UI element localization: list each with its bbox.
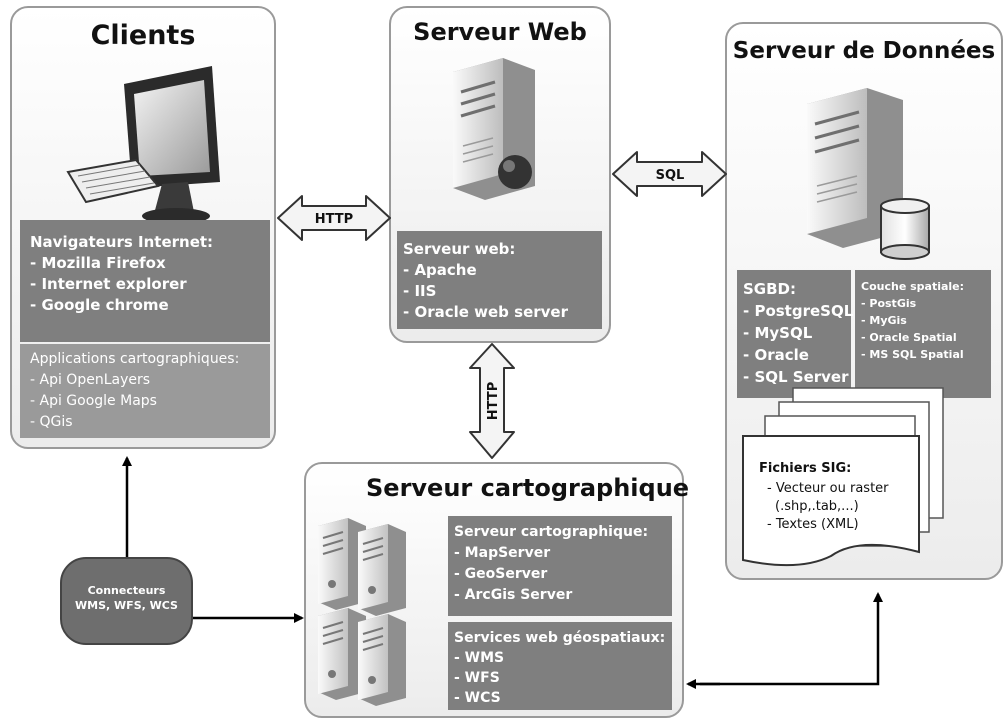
- map-server-item: - GeoServer: [454, 566, 548, 582]
- web-server-item: - Oracle web server: [403, 303, 568, 321]
- map-server-item: - ArcGis Server: [454, 587, 573, 603]
- geo-services-box: Services web géospatiaux: - WMS - WFS - …: [448, 622, 672, 710]
- connectors-line1: Connecteurs: [87, 584, 166, 597]
- sgbd-item: - SQL Server: [743, 368, 849, 386]
- spatial-heading: Couche spatiale:: [861, 280, 965, 293]
- spatial-layer-box: Couche spatiale: - PostGis - MyGis - Ora…: [855, 270, 991, 398]
- sgbd-box: SGBD: - PostgreSQL - MySQL - Oracle - SQ…: [737, 270, 854, 398]
- web-server-title: Serveur Web: [413, 18, 587, 46]
- web-server-panel: Serveur Web Serveur web: - Apache - IIS …: [389, 6, 611, 343]
- app-item: - QGis: [30, 414, 73, 430]
- web-server-icon: [453, 58, 535, 200]
- browser-item: - Internet explorer: [30, 275, 187, 293]
- clients-panel: Clients Navigateurs Internet: - Mozilla …: [10, 6, 276, 449]
- browser-item: - Mozilla Firefox: [30, 254, 166, 272]
- sql-label: SQL: [656, 168, 685, 183]
- server-rack-icon: [318, 518, 406, 706]
- data-server-panel: Serveur de Données SGBD: - PostgreSQL - …: [725, 22, 1003, 580]
- web-server-box: Serveur web: - Apache - IIS - Oracle web…: [397, 231, 602, 329]
- sgbd-item: - PostgreSQL: [743, 302, 854, 320]
- map-server-panel: Serveur cartographique: [304, 462, 689, 718]
- http-arrow-clients-web: HTTP: [277, 195, 391, 241]
- web-server-heading: Serveur web:: [403, 240, 516, 258]
- sgbd-item: - Oracle: [743, 346, 809, 364]
- map-server-item: - MapServer: [454, 545, 551, 561]
- geo-service-item: - WMS: [454, 650, 505, 666]
- map-server-title: Serveur cartographique: [366, 474, 690, 502]
- sql-arrow-web-data: SQL: [612, 151, 727, 197]
- app-item: - Api OpenLayers: [30, 372, 151, 388]
- map-servers-box: Serveur cartographique: - MapServer - Ge…: [448, 516, 672, 616]
- clients-title: Clients: [90, 20, 196, 51]
- geo-services-heading: Services web géospatiaux:: [454, 630, 666, 646]
- web-server-item: - IIS: [403, 282, 437, 300]
- browser-item: - Google chrome: [30, 296, 169, 314]
- computer-icon: [66, 66, 220, 224]
- apps-heading: Applications cartographiques:: [30, 351, 240, 367]
- spatial-item: - Oracle Spatial: [861, 331, 957, 344]
- map-to-data-line: [700, 592, 883, 686]
- spatial-item: - PostGis: [861, 297, 917, 310]
- sgbd-heading: SGBD:: [743, 280, 796, 298]
- connectors-node: Connecteurs WMS, WFS, WCS: [60, 557, 193, 645]
- map-servers-heading: Serveur cartographique:: [454, 524, 649, 540]
- geo-service-item: - WCS: [454, 690, 501, 706]
- gis-files-text: Fichiers SIG: - Vecteur ou raster (.shp,…: [759, 460, 889, 534]
- connectors-line2: WMS, WFS, WCS: [75, 599, 178, 612]
- database-server-icon: [807, 88, 930, 260]
- http-label-2: HTTP: [486, 382, 501, 420]
- gis-files-heading: Fichiers SIG:: [759, 461, 852, 476]
- http-arrow-web-map: HTTP: [469, 343, 515, 459]
- data-server-title: Serveur de Données: [732, 38, 996, 64]
- document-stack-icon: [742, 387, 944, 567]
- gis-files-item: - Textes (XML): [767, 517, 859, 532]
- app-item: - Api Google Maps: [30, 393, 157, 409]
- gis-files-item: (.shp,.tab,...): [775, 499, 859, 514]
- web-server-item: - Apache: [403, 261, 477, 279]
- spatial-item: - MyGis: [861, 314, 907, 327]
- apps-box: Applications cartographiques: - Api Open…: [20, 344, 270, 438]
- browsers-box: Navigateurs Internet: - Mozilla Firefox …: [20, 220, 270, 342]
- spatial-item: - MS SQL Spatial: [861, 348, 964, 361]
- gis-files-item: - Vecteur ou raster: [767, 481, 889, 496]
- browsers-heading: Navigateurs Internet:: [30, 233, 214, 251]
- geo-service-item: - WFS: [454, 670, 500, 686]
- http-label-1: HTTP: [315, 212, 353, 227]
- sgbd-item: - MySQL: [743, 324, 813, 342]
